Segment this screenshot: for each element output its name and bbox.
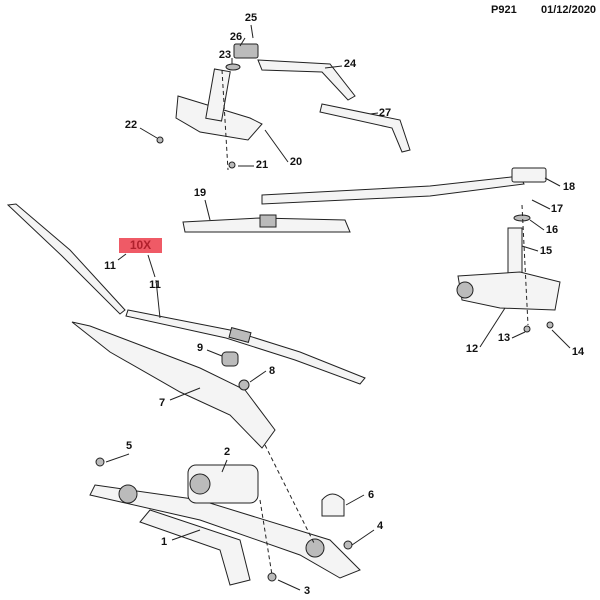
callout-17: 17 <box>550 203 564 215</box>
callout-7: 7 <box>158 397 166 409</box>
leader-lines <box>105 24 571 591</box>
rear-wiper-arm-right <box>182 167 561 333</box>
callout-2: 2 <box>223 446 231 458</box>
quantity-badge: 10X <box>119 238 162 253</box>
callout-5: 5 <box>125 440 133 452</box>
callout-11-right: 11 <box>149 279 161 291</box>
callout-24: 24 <box>343 58 357 70</box>
callout-12: 12 <box>465 343 479 355</box>
diagram-date: 01/12/2020 <box>541 4 597 16</box>
callout-26: 26 <box>229 31 243 43</box>
callout-13: 13 <box>497 332 511 344</box>
callout-23: 23 <box>218 49 232 61</box>
callout-3: 3 <box>303 585 311 597</box>
wiper-linkage <box>89 457 361 586</box>
diagram-code: P921 <box>491 4 517 16</box>
callout-16: 16 <box>545 224 559 236</box>
front-wiper-arm <box>71 321 276 449</box>
callout-8: 8 <box>268 365 276 377</box>
callout-11-left: 11 <box>104 260 116 272</box>
callout-14: 14 <box>571 346 585 358</box>
callout-22: 22 <box>124 119 138 131</box>
callout-18: 18 <box>562 181 576 193</box>
callout-20: 20 <box>289 156 303 168</box>
callout-1: 1 <box>160 536 168 548</box>
callout-25: 25 <box>244 12 258 24</box>
callout-27: 27 <box>378 107 392 119</box>
callout-9: 9 <box>196 342 204 354</box>
rear-wiper-arm-top <box>156 43 411 169</box>
callout-15: 15 <box>539 245 553 257</box>
callout-19: 19 <box>193 187 207 199</box>
callout-6: 6 <box>367 489 375 501</box>
wiper-blades <box>6 203 366 385</box>
callout-21: 21 <box>255 159 269 171</box>
callout-4: 4 <box>376 520 384 532</box>
